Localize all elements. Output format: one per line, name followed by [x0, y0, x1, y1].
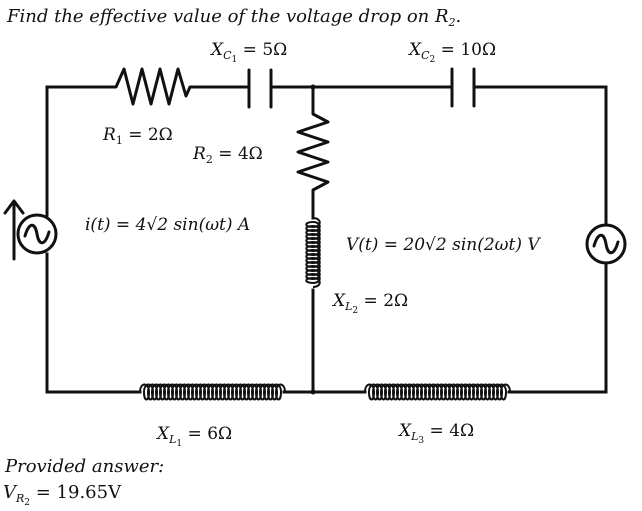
xc2-subsub: 2: [429, 55, 436, 65]
xc1-symbol: X: [211, 40, 224, 60]
xc1-sub: C: [223, 49, 232, 62]
label-xc2: XC2 = 10Ω: [409, 40, 497, 65]
xl2-subsub: 2: [352, 306, 359, 316]
current-source-circle: [16, 213, 58, 255]
junction-top: [310, 84, 316, 90]
xl3-symbol: X: [399, 421, 412, 441]
r2-sub: 2: [205, 153, 213, 166]
label-xc1: XC1 = 5Ω: [211, 40, 288, 65]
xl2-sub: L: [345, 300, 353, 313]
sine-wave-icon: [23, 223, 51, 245]
answer-number: = 19.65V: [30, 482, 122, 503]
xc1-subsub: 1: [231, 55, 238, 65]
question-text: Find the effective value of the voltage …: [7, 6, 462, 29]
answer-value: VR2 = 19.65V: [3, 482, 122, 508]
question-subscript: 2: [448, 16, 456, 29]
question-main: Find the effective value of the voltage …: [7, 6, 449, 27]
resistor-r2: [296, 106, 330, 207]
r1-symbol: R: [103, 125, 116, 145]
xc2-symbol: X: [409, 40, 422, 60]
label-r1: R1 = 2Ω: [103, 125, 173, 147]
voltage-source-expression: V(t) = 20√2 sin(2ωt) V: [346, 235, 540, 255]
wire-bottom-right: [507, 261, 608, 394]
label-xl3: XL3 = 4Ω: [399, 421, 475, 446]
answer-sub: R: [16, 492, 25, 505]
r1-sub: 1: [115, 134, 123, 147]
xl1-subsub: 1: [176, 439, 183, 449]
answer-symbol: V: [3, 482, 16, 503]
voltage-source-circle: [585, 223, 627, 265]
inductor-xl1: [139, 383, 286, 401]
wire-top-right: [472, 85, 608, 227]
xl3-value: = 4Ω: [424, 421, 475, 441]
xl1-value: = 6Ω: [182, 424, 233, 444]
current-direction-arrow-icon: [3, 199, 25, 261]
label-xl2: XL2 = 2Ω: [333, 291, 409, 316]
xl1-symbol: X: [157, 424, 170, 444]
xl3-sub: L: [411, 430, 419, 443]
wire-left-bottom: [45, 252, 142, 394]
answer-heading: Provided answer:: [5, 456, 165, 477]
xl2-value: = 2Ω: [358, 291, 409, 311]
xl3-subsub: 3: [418, 436, 425, 446]
label-xl1: XL1 = 6Ω: [157, 424, 233, 449]
resistor-r1: [98, 67, 207, 106]
r1-value: = 2Ω: [122, 125, 173, 145]
xl1-sub: L: [169, 433, 177, 446]
xl2-symbol: X: [333, 291, 346, 311]
r2-symbol: R: [193, 144, 206, 164]
xc2-value: = 10Ω: [435, 40, 497, 60]
label-r2: R2 = 4Ω: [193, 144, 263, 166]
wire-top-left: [45, 85, 102, 217]
sine-wave-icon: [592, 233, 620, 255]
current-source-expression: i(t) = 4√2 sin(ωt) A: [85, 215, 251, 235]
xc2-sub: C: [421, 49, 430, 62]
question-period: .: [455, 6, 462, 27]
inductor-xl2: [305, 217, 321, 288]
junction-bottom: [310, 389, 316, 395]
answer-subsub: 2: [24, 498, 31, 508]
xc1-value: = 5Ω: [237, 40, 288, 60]
inductor-xl3: [364, 383, 511, 401]
r2-value: = 4Ω: [212, 144, 263, 164]
